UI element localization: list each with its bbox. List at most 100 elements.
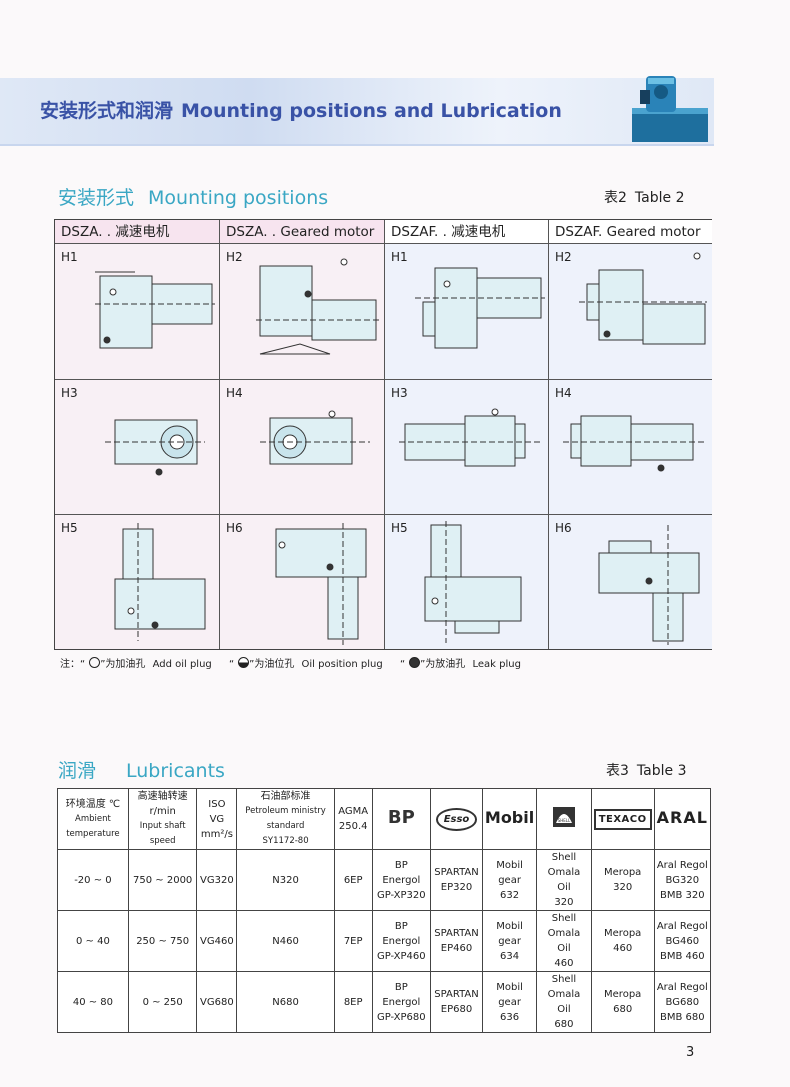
gear-motor-diagram [579,252,707,345]
mounting-title-en: Mounting positions [148,187,329,209]
cell-iso: VG460 [196,910,238,972]
cell-petroleum: N320 [236,849,335,911]
position-label: H2 [555,250,572,264]
oil-position-plug-cn: ”为油位孔 [249,659,295,670]
gear-motor-diagram [105,419,205,476]
cell-agma: 8EP [333,971,373,1033]
leak-plug-icon [409,657,421,668]
lubricants-title-en: Lubricants [126,760,225,782]
table2-label-cn: 表2 [604,190,627,206]
shell-icon: SHELL [552,806,575,827]
oil-position-plug-en: Oil position plug [301,659,383,670]
mounting-cell: H2 [549,244,712,380]
position-label: H3 [391,386,408,400]
mounting-cell: H5 [385,515,549,649]
note-quote: “ [399,659,406,670]
cell-speed: 750 ~ 2000 [127,849,198,911]
gear-motor-diagram [256,258,380,355]
table-row: 40 ~ 80 0 ~ 250 VG680 N680 8EP BP Energo… [57,971,712,1033]
gear-motor-diagram [114,523,206,641]
mounting-cell: H5 [55,515,220,649]
gear-motor-diagram [95,271,215,349]
position-label: H4 [555,386,572,400]
lubricants-title-cn: 润滑 [58,760,97,782]
position-label: H1 [61,250,78,264]
texaco-logo: TEXACO [590,788,655,850]
column-header: DSZAF. . 减速电机 [385,220,549,244]
mounting-cell: H3 [55,380,220,515]
mounting-section-title: 安装形式 Mounting positions [58,183,328,210]
cell-temperature: 0 ~ 40 [57,910,129,972]
add-oil-plug-cn: ”为加油孔 [100,659,146,670]
table-row: 0 ~ 40 250 ~ 750 VG460 N460 7EP BP Energ… [57,910,712,972]
column-header: DSZA. . Geared motor [220,220,385,244]
cell-iso: VG320 [196,849,238,911]
position-label: H1 [391,250,408,264]
column-header: DSZAF. Geared motor [549,220,712,244]
esso-logo: Esso [430,788,483,850]
header-banner [0,78,714,146]
add-oil-plug-en: Add oil plug [152,659,212,670]
cell-petroleum: N680 [236,971,335,1033]
shell-logo: SHELL [536,788,592,850]
leak-plug-cn: ”为放油孔 [420,659,466,670]
page-title-en: Mounting positions and Lubrication [181,100,562,122]
mounting-title-cn: 安装形式 [58,187,135,209]
mounting-cell: H3 [385,380,549,515]
mounting-cell: H1 [385,244,549,380]
mobil-logo: Mobil [481,788,538,850]
cell-agma: 7EP [333,910,373,972]
table3-label: 表3 Table 3 [606,760,686,780]
oil-position-plug-icon [238,657,250,668]
gear-motor-diagram [399,408,541,467]
cell-temperature: 40 ~ 80 [57,971,129,1033]
table3-label-en: Table 3 [636,763,687,779]
lubricants-section-title: 润滑 Lubricants [58,756,225,783]
gear-motor-diagram [563,415,705,472]
mounting-cell: H4 [549,380,712,515]
page-title-cn: 安装形式和润滑 [40,100,174,122]
mounting-positions-grid: DSZA. . 减速电机 DSZA. . Geared motor DSZAF.… [54,219,712,650]
svg-text:SHELL: SHELL [558,818,571,823]
plug-legend-note: 注：“ ”为加油孔 Add oil plug “ ”为油位孔 Oil positio… [60,655,525,670]
bp-logo: BP [371,788,432,850]
cell-iso: VG680 [196,971,238,1033]
mounting-cell: H1 [55,244,220,380]
cell-petroleum: N460 [236,910,335,972]
position-label: H5 [391,521,408,535]
cell-temperature: -20 ~ 0 [57,849,129,911]
mounting-cell: H6 [220,515,385,649]
position-label: H4 [226,386,243,400]
position-label: H6 [226,521,243,535]
mounting-cell: H4 [220,380,385,515]
gear-motor-diagram [415,267,545,349]
position-label: H5 [61,521,78,535]
table3-label-cn: 表3 [606,763,629,779]
note-prefix: 注：“ [60,659,86,670]
position-label: H3 [61,386,78,400]
page-number: 3 [686,1045,695,1060]
note-quote: “ [228,659,235,670]
cell-agma: 6EP [333,849,373,911]
page-title: 安装形式和润滑 Mounting positions and Lubricatio… [40,96,562,123]
mounting-cell: H6 [549,515,712,649]
table-row: -20 ~ 0 750 ~ 2000 VG320 N320 6EP BP Ene… [57,849,712,911]
